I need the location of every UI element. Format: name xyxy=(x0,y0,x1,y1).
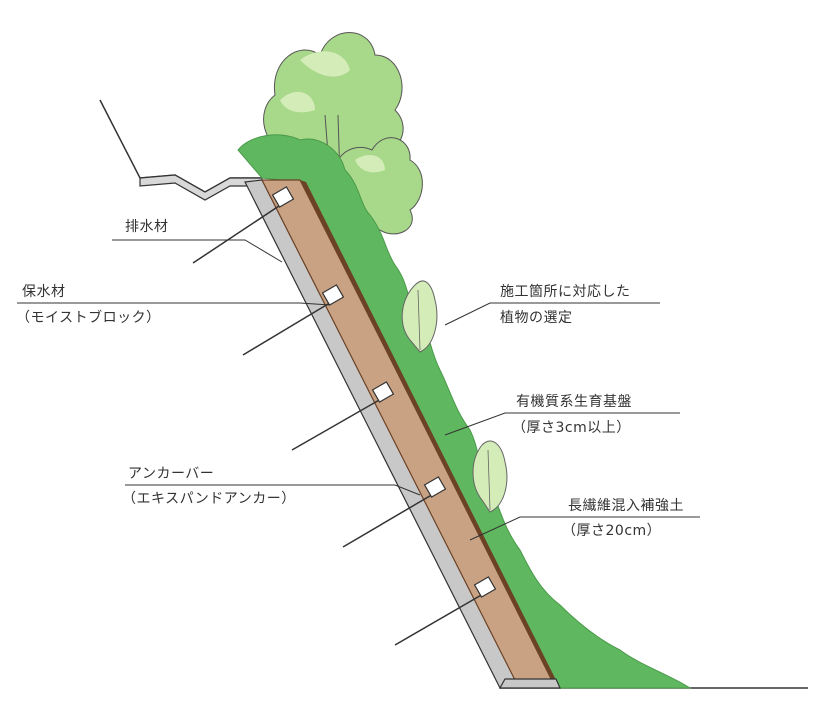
label-water-retention: 保水材 xyxy=(22,284,66,300)
bottom-drain-cap xyxy=(498,678,561,689)
label-reinforced-soil-sub: （厚さ20cm） xyxy=(562,523,662,539)
label-organic-base-sub: （厚さ3cm以上） xyxy=(512,420,631,436)
label-anchor: アンカーバー xyxy=(128,466,215,482)
leader-water-retention xyxy=(17,302,331,306)
anchor-bar-3 xyxy=(291,381,395,451)
anchor-bar-5 xyxy=(394,576,497,646)
label-drainage: 排水材 xyxy=(125,219,169,235)
label-vegetation-sub: 植物の選定 xyxy=(500,310,573,326)
label-reinforced-soil: 長繊維混入補強土 xyxy=(568,498,684,514)
label-organic-base: 有機質系生育基盤 xyxy=(516,394,632,410)
leader-organic-base xyxy=(444,412,680,436)
top-drain-cap xyxy=(139,174,263,201)
shrub-upper xyxy=(401,280,438,353)
anchor-bar-4 xyxy=(342,476,447,548)
label-vegetation: 施工箇所に対応した xyxy=(500,284,631,300)
anchor-bar-2 xyxy=(242,284,345,356)
shrub-lower xyxy=(472,440,508,513)
leader-reinforced-soil xyxy=(469,516,700,541)
anchor-bar-1 xyxy=(192,186,295,264)
leader-vegetation xyxy=(444,302,660,326)
leader-drainage xyxy=(112,239,283,263)
label-water-retention-sub: （モイストブロック） xyxy=(16,310,161,326)
leader-lines xyxy=(17,239,700,541)
leader-anchor xyxy=(125,484,421,496)
organic-base-edge xyxy=(300,180,560,688)
label-anchor-sub: （エキスパンドアンカー） xyxy=(122,491,296,507)
